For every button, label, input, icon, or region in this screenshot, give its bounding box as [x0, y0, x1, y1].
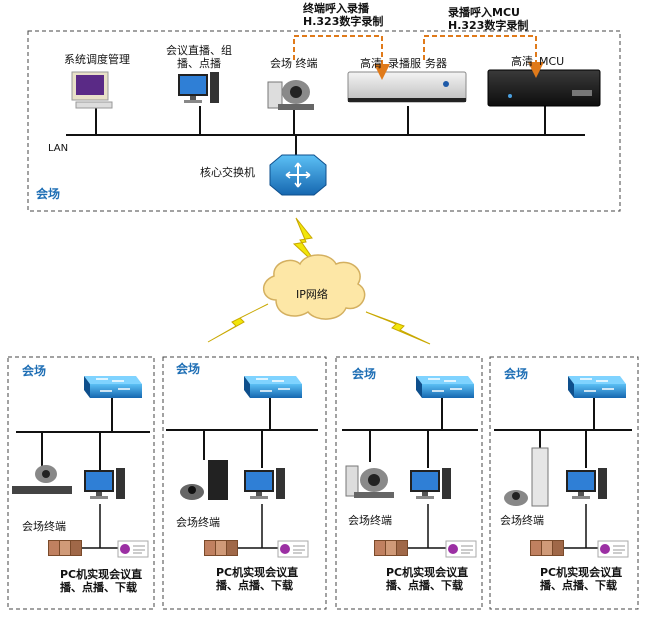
top-zone-label: 会场: [36, 187, 61, 201]
annotation-recorder-to-mcu: 录播呼入MCU H.323数字录制: [448, 6, 529, 32]
site-4-terminal-label: 会场终端: [500, 514, 544, 527]
recorder-to-mcu-arrow: [423, 35, 544, 78]
site-1-terminal-label: 会场终端: [22, 520, 66, 533]
site-3-pc-label: PC机实现会议直 播、点播、下载: [386, 566, 469, 592]
recorder-label: 高清录播服务器: [360, 57, 447, 70]
terminal-label: 会场 终端: [270, 57, 318, 70]
dispatch-workstation-icon: [71, 71, 113, 109]
wan-link-left-icon: [207, 303, 269, 343]
site-2-zone-label: 会场: [176, 362, 201, 376]
site-1-zone-label: 会场: [22, 364, 47, 378]
core-switch-label: 核心交换机: [200, 166, 255, 179]
site-1: [7, 356, 155, 610]
dispatch-label: 系统调度管理: [64, 53, 130, 66]
site-4-zone-label: 会场: [504, 367, 529, 381]
site-2-pc-label: PC机实现会议直 播、点播、下载: [216, 566, 299, 592]
ip-network-cloud-icon: [263, 254, 366, 320]
site-4: [489, 356, 639, 610]
mcu-icon: [487, 69, 601, 107]
site-3-zone-label: 会场: [352, 367, 377, 381]
wan-link-right-icon: [365, 311, 431, 345]
annotation-terminal-to-recorder: 终端呼入录播 H.323数字录制: [303, 2, 384, 28]
site-3-terminal-label: 会场终端: [348, 514, 392, 527]
terminal-to-recorder-arrow: [293, 35, 390, 80]
core-switch-icon: [269, 154, 327, 196]
site-1-pc-label: PC机实现会议直 播、点播、下载: [60, 568, 143, 594]
lan-label: LAN: [48, 143, 69, 154]
live-group-label: 会议直播、组 播、点播: [166, 44, 232, 70]
site-2-terminal-label: 会场终端: [176, 516, 220, 529]
top-zone-border: [27, 30, 621, 212]
site-2: [162, 356, 327, 610]
recording-server-icon: [347, 71, 467, 103]
live-broadcast-pc-icon: [178, 72, 219, 103]
site-4-pc-label: PC机实现会议直 播、点播、下载: [540, 566, 623, 592]
site-3: [335, 356, 483, 610]
cloud-label: IP网络: [296, 288, 328, 301]
conference-terminal-icon: [267, 80, 314, 110]
